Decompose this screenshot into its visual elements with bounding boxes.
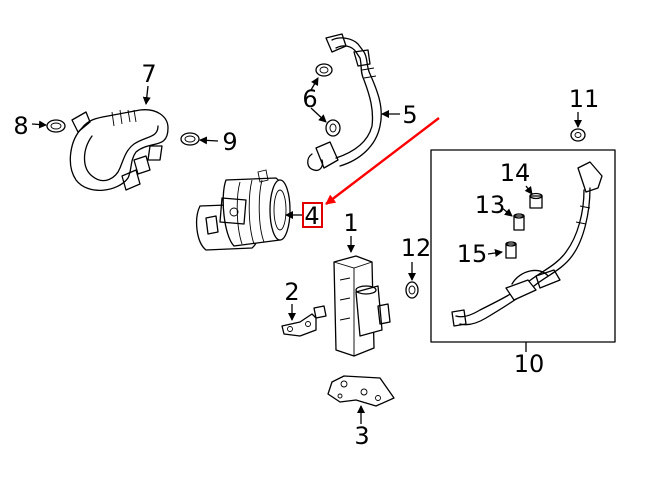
callout-6[interactable]: 6 bbox=[302, 85, 317, 113]
part-11-o-ring[interactable] bbox=[570, 128, 586, 142]
part-1-module[interactable] bbox=[333, 255, 391, 357]
part-14-cap[interactable] bbox=[529, 192, 543, 209]
callout-8[interactable]: 8 bbox=[13, 112, 28, 140]
part-9-o-ring[interactable] bbox=[180, 132, 200, 146]
callout-12[interactable]: 12 bbox=[401, 234, 432, 262]
callout-3[interactable]: 3 bbox=[354, 422, 369, 450]
callout-2[interactable]: 2 bbox=[284, 278, 299, 306]
part-3-bracket[interactable] bbox=[327, 375, 395, 407]
part-12-o-ring[interactable] bbox=[405, 281, 419, 299]
highlight-callout-4 bbox=[302, 117, 440, 228]
callout-4[interactable]: 4 bbox=[304, 202, 319, 230]
part-5-discharge-line[interactable] bbox=[307, 33, 382, 172]
callout-labels: 7 8 9 6 5 4 1 2 3 12 11 10 14 13 15 bbox=[13, 60, 599, 450]
callout-15[interactable]: 15 bbox=[457, 240, 488, 268]
callout-7[interactable]: 7 bbox=[141, 60, 156, 88]
callout-5[interactable]: 5 bbox=[402, 101, 417, 129]
part-8-o-ring[interactable] bbox=[46, 119, 66, 133]
callout-1[interactable]: 1 bbox=[343, 209, 358, 237]
callout-14[interactable]: 14 bbox=[500, 159, 531, 187]
callout-13[interactable]: 13 bbox=[475, 191, 506, 219]
callout-9[interactable]: 9 bbox=[222, 128, 237, 156]
callout-11[interactable]: 11 bbox=[569, 85, 600, 113]
part-15-valve[interactable] bbox=[505, 241, 517, 259]
part-13-cap[interactable] bbox=[513, 213, 525, 231]
part-6-o-rings[interactable] bbox=[315, 63, 341, 137]
part-10-kit-box[interactable] bbox=[430, 149, 616, 343]
part-2-bracket[interactable] bbox=[281, 305, 327, 337]
leader-lines bbox=[31, 77, 582, 424]
part-4-compressor[interactable] bbox=[195, 169, 291, 251]
callout-10[interactable]: 10 bbox=[514, 350, 545, 378]
part-7-hose[interactable] bbox=[69, 109, 169, 192]
